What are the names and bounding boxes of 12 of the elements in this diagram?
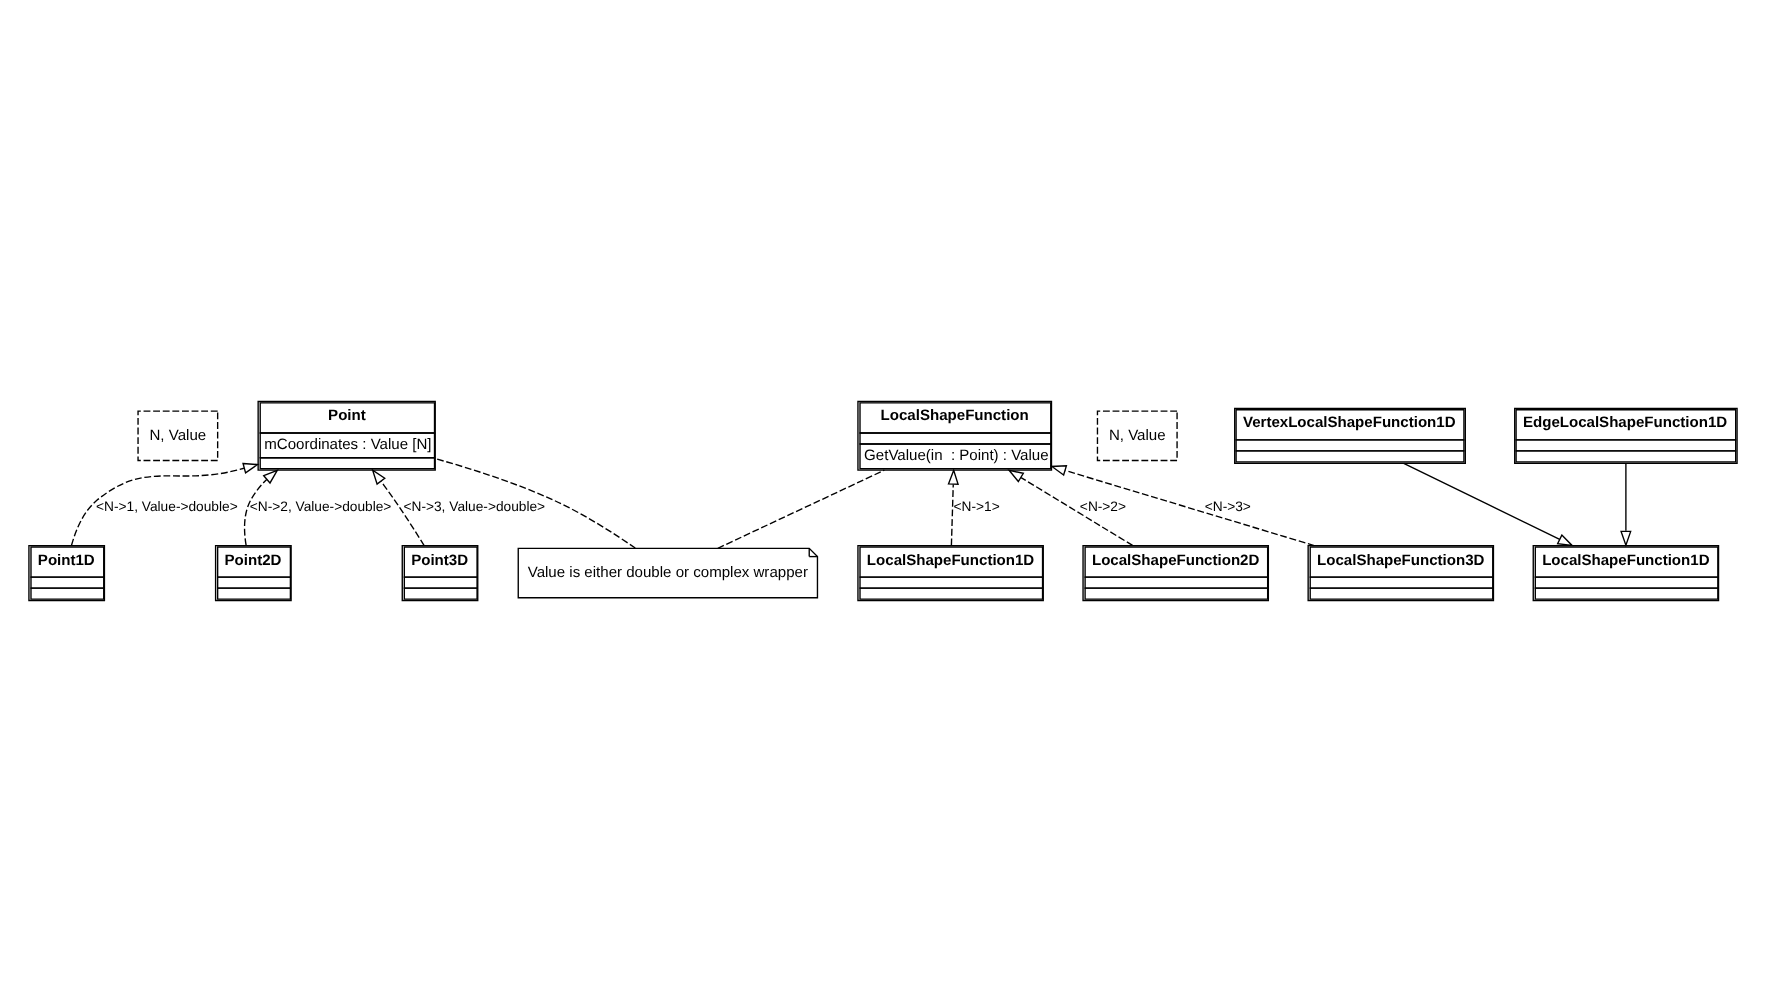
arrow xyxy=(1403,461,1574,546)
arrow xyxy=(1620,462,1632,547)
arrow xyxy=(371,467,425,546)
arrow xyxy=(1007,468,1134,546)
connector xyxy=(717,468,886,548)
arrow xyxy=(947,467,960,545)
node-box: N, Value xyxy=(1096,409,1178,461)
arrow xyxy=(1049,464,1315,546)
connector xyxy=(434,456,636,548)
node-box: N, Value xyxy=(137,409,219,461)
arrow xyxy=(70,461,260,545)
arrow xyxy=(243,468,279,545)
